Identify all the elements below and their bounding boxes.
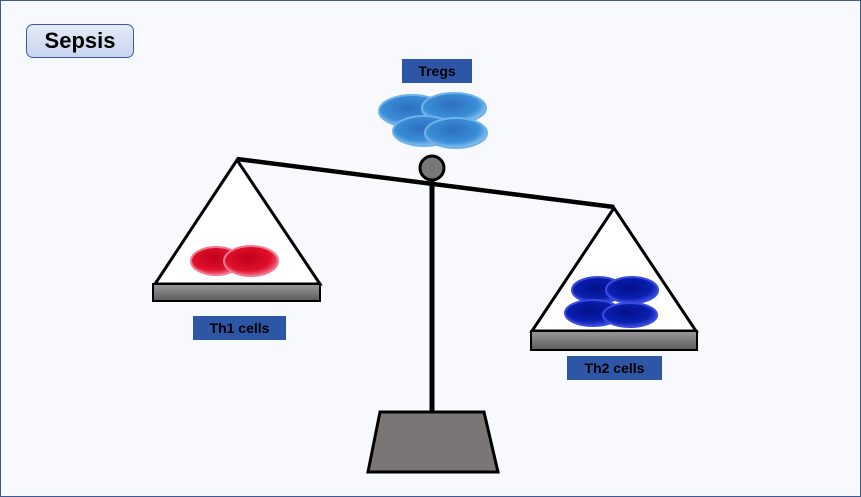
- left-pan: [152, 157, 323, 302]
- title-box: Sepsis: [26, 24, 134, 58]
- scale-base: [366, 410, 500, 474]
- tregs-label-text: Tregs: [418, 63, 456, 79]
- th1-cells-label-text: Th1 cells: [209, 320, 270, 336]
- scale-pivot: [418, 154, 446, 182]
- tregs-cell-cluster: [378, 92, 488, 149]
- th1-cells-label: Th1 cells: [193, 316, 286, 340]
- title-text: Sepsis: [44, 28, 116, 53]
- tregs-label: Tregs: [402, 59, 472, 83]
- scale-beam: [236, 156, 615, 210]
- th2-cells-label: Th2 cells: [567, 356, 662, 380]
- right-pan: [529, 205, 699, 351]
- th2-cells-label-text: Th2 cells: [584, 360, 645, 376]
